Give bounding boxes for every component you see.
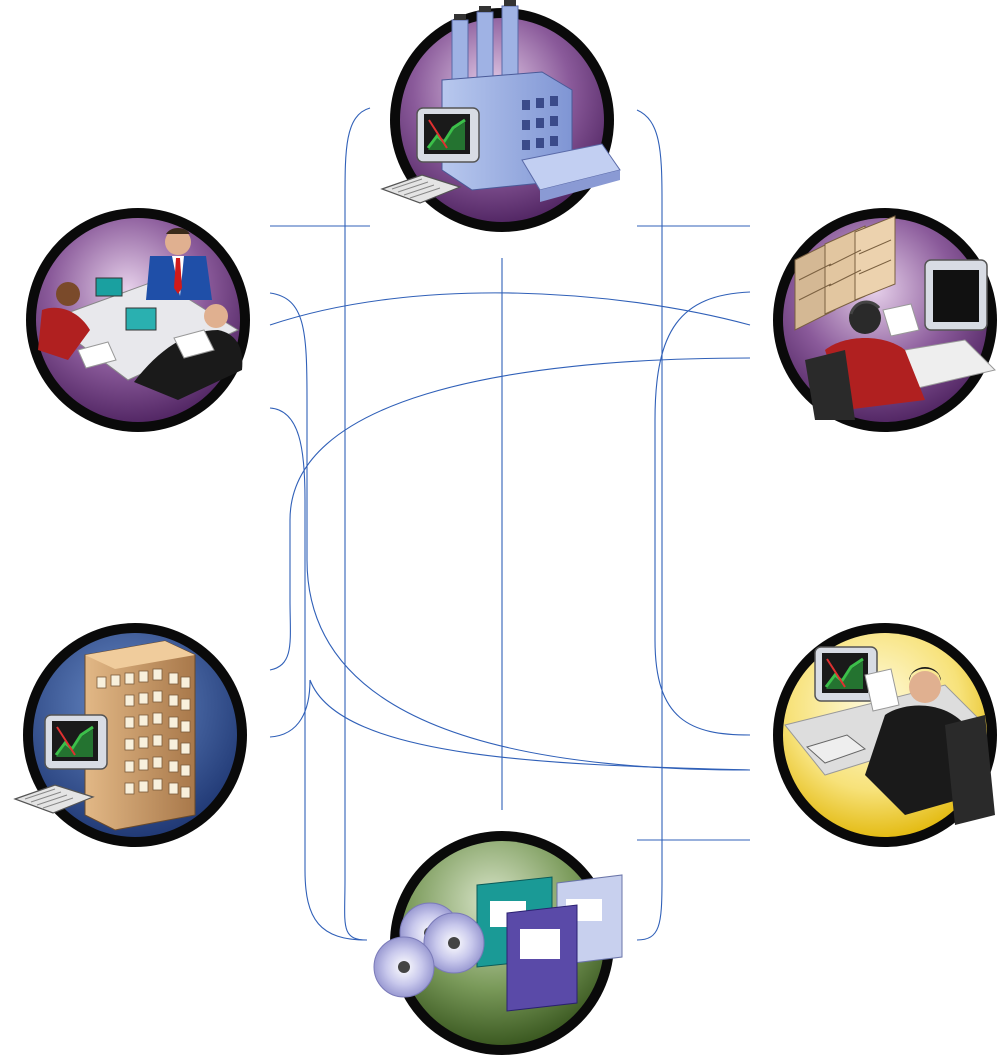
connector-lines — [269, 107, 751, 941]
connector-meeting-media — [269, 407, 368, 941]
call-center-operator-icon — [794, 215, 996, 420]
analyst-node[interactable] — [773, 623, 997, 847]
connector-office-analyst — [269, 679, 311, 738]
factory-node[interactable] — [381, 0, 621, 232]
analyst-workstation-icon — [784, 645, 995, 825]
connector-office-link — [309, 679, 751, 771]
business-meeting-icon — [38, 227, 243, 400]
office-building-icon — [14, 640, 196, 831]
connector-meeting-support — [269, 292, 751, 326]
factory-icon — [381, 0, 621, 204]
meeting-node[interactable] — [26, 208, 250, 432]
media-storage-node[interactable] — [373, 831, 623, 1055]
media-storage-icon — [373, 874, 623, 1012]
connector-factory-media-left — [344, 107, 371, 941]
connector-meeting-analyst — [269, 292, 751, 771]
support-node[interactable] — [773, 208, 997, 432]
office-building-node[interactable] — [14, 623, 247, 847]
connector-support-analyst — [654, 291, 751, 736]
connector-factory-media-right — [636, 109, 663, 941]
connector-office-support — [269, 357, 751, 671]
